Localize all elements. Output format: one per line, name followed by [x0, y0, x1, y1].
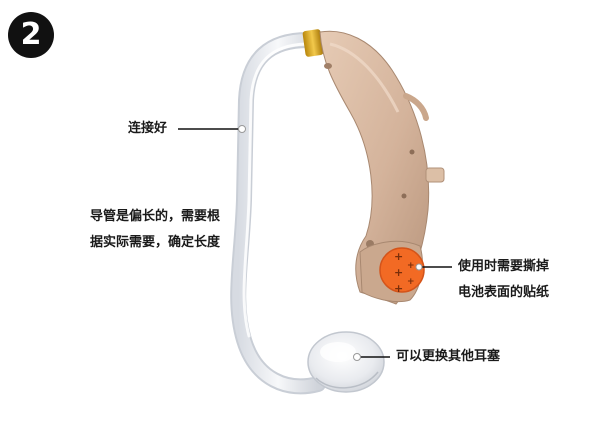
sound-tube: [230, 32, 326, 395]
svg-text:+: +: [394, 282, 403, 295]
hearing-aid-body: [319, 30, 445, 305]
svg-text:+: +: [407, 261, 415, 271]
callout-sticker-line: 使用时需要撕掉: [458, 259, 550, 274]
callout-connect-pointer: [178, 125, 246, 133]
svg-text:+: +: [394, 250, 403, 263]
step-number-badge: 2: [8, 12, 54, 58]
callout-sticker-pointer: [415, 263, 452, 271]
battery-door: + + + + +: [359, 240, 425, 303]
svg-text:+: +: [407, 277, 415, 287]
callout-connect-label: 连接好: [128, 121, 168, 136]
battery-sticker-icon: [379, 247, 425, 293]
callout-sticker-line: 电池表面的贴纸: [458, 285, 550, 300]
callout-tube-line: 据实际需要，确定长度: [90, 235, 221, 250]
callout-tube-line: 导管是偏长的，需要根: [90, 209, 221, 224]
callout-earplug-pointer: [353, 353, 390, 361]
tube-connector-ring: [302, 29, 324, 57]
callout-earplug-label: 可以更换其他耳塞: [396, 349, 501, 364]
callout-tube-label: 导管是偏长的，需要根 据实际需要，确定长度: [90, 204, 220, 256]
callout-sticker-label: 使用时需要撕掉 电池表面的贴纸: [458, 254, 549, 306]
ear-dome: [307, 331, 385, 393]
svg-text:+: +: [394, 266, 403, 279]
